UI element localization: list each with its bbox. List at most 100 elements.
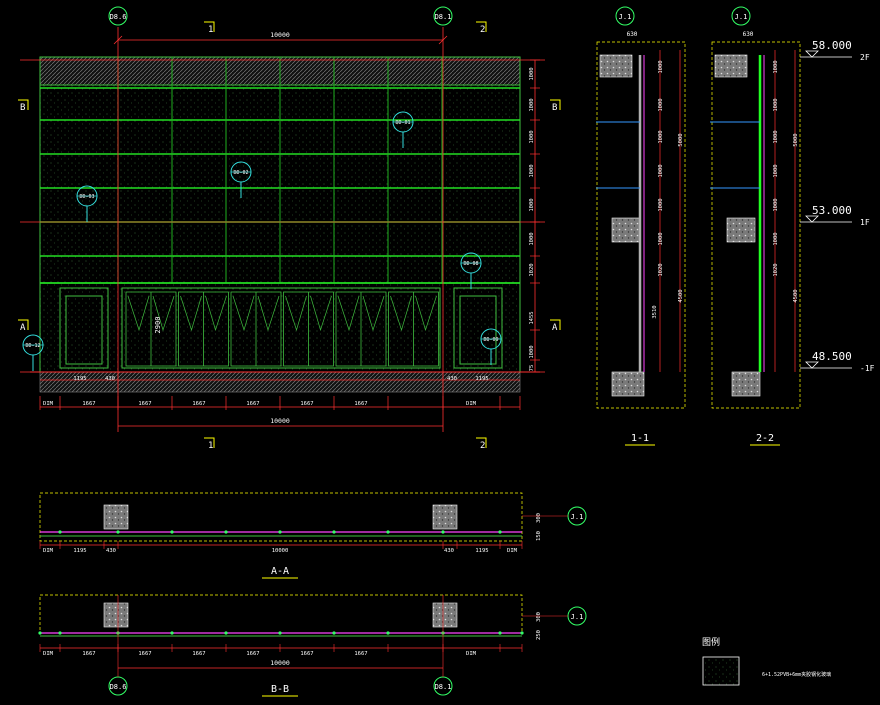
bottom-total-dimension: 10000 — [270, 417, 290, 425]
svg-text:D8.1: D8.1 — [435, 13, 452, 21]
right-dimension-text: 1000 — [529, 345, 535, 358]
section-dim-text: 1000 — [773, 232, 779, 245]
section-dim-text: 1000 — [773, 98, 779, 111]
svg-text:53.000: 53.000 — [812, 204, 852, 217]
section-mark-top-right: 2 — [480, 25, 485, 35]
right-dimension-text: 1000 — [529, 130, 535, 143]
right-dimension-text: 1000 — [529, 67, 535, 80]
section-dim-text: 1000 — [658, 164, 664, 177]
svg-text:D8.6: D8.6 — [110, 13, 127, 21]
plan-b-side-dim-2: 250 — [536, 630, 542, 640]
right-dimension-text: 1020 — [529, 263, 535, 276]
section-mark-bottom-right: 2 — [480, 441, 485, 451]
svg-text:58.000: 58.000 — [812, 39, 852, 52]
door-height-label: 2900 — [154, 317, 162, 334]
svg-text:DD-12: DD-12 — [25, 343, 40, 349]
section-dim-text: 1020 — [658, 263, 664, 276]
plan-a-side-dim-2: 150 — [536, 531, 542, 541]
door-dimension-text: 1195 — [475, 376, 488, 382]
door-dimension-text: 430 — [105, 376, 115, 382]
section-mark-right-a: A — [552, 323, 558, 333]
svg-text:DD-08: DD-08 — [463, 261, 478, 267]
dimension-text: 1667 — [82, 401, 95, 407]
axis-bubble-left: D8.6 — [108, 6, 128, 26]
axis-bubble-right: D8.1 — [433, 6, 453, 26]
plan-dim-text: 430 — [106, 548, 116, 554]
door-dimension-text: 1195 — [73, 376, 86, 382]
plan-dim-text: DIM — [466, 651, 477, 657]
section-1-1 — [596, 41, 686, 409]
plan-dim-text: 430 — [444, 548, 454, 554]
section-dim-text: 1000 — [773, 60, 779, 73]
section-dim-text: 1000 — [658, 98, 664, 111]
plan-b-title: B-B — [271, 684, 289, 695]
svg-text:J.1: J.1 — [619, 13, 632, 21]
plan-dim-text: DIM — [43, 651, 54, 657]
detail-tag: DD-08 — [460, 252, 482, 289]
section-mark-left-b: B — [20, 103, 25, 113]
right-dimension-text: 1000 — [529, 98, 535, 111]
section-dim-text: 1000 — [658, 60, 664, 73]
section-mark-top-left: 1 — [208, 25, 213, 35]
axis-lines — [20, 27, 545, 432]
door-panel — [178, 291, 229, 367]
door-panel — [335, 291, 387, 367]
right-dimension-text: 75 — [529, 365, 535, 372]
dimension-text: 1667 — [246, 401, 259, 407]
plan-dim-text: 1667 — [354, 651, 367, 657]
section-dim-text: 5000 — [793, 133, 799, 146]
main-elevation — [30, 56, 540, 393]
section-2-2 — [710, 41, 801, 409]
detail-tag: DD-03 — [76, 185, 98, 222]
section-dim-text: 1000 — [658, 232, 664, 245]
svg-text:J.1: J.1 — [735, 13, 748, 21]
plan-dim-text: 1667 — [192, 651, 205, 657]
plan-dim-text: 1195 — [475, 548, 488, 554]
right-dimension-text: 1455 — [529, 311, 535, 324]
top-total-dimension: 10000 — [270, 31, 290, 39]
svg-text:DD-03: DD-03 — [79, 194, 94, 200]
detail-tag: DD-02 — [230, 161, 252, 198]
legend-title: 图例 — [702, 636, 720, 648]
plan-b-axis: J.1 — [522, 606, 587, 626]
bottom-axis-bubble-left: D8.6 — [108, 595, 128, 696]
plan-dim-text: 1195 — [73, 548, 86, 554]
plan-dim-text: 1667 — [82, 651, 95, 657]
section-2-title: 2-2 — [756, 433, 774, 444]
section-dim-text: 1000 — [773, 164, 779, 177]
svg-text:DD-02: DD-02 — [233, 170, 248, 176]
section-1-axis: J.1 — [615, 6, 635, 26]
section-dim-text: 1000 — [658, 198, 664, 211]
section-dim-text: 5000 — [678, 133, 684, 146]
plan-b-total: 10000 — [270, 659, 290, 667]
dimension-text: DIM — [43, 401, 54, 407]
svg-text:-1F: -1F — [860, 364, 875, 373]
plan-a-side-dim-1: 300 — [536, 513, 542, 523]
section-2-axis: J.1 — [731, 6, 751, 26]
section-dim-text: 1000 — [658, 130, 664, 143]
svg-text:J.1: J.1 — [571, 613, 584, 621]
plan-dim-text: DIM — [507, 548, 518, 554]
section-marks — [18, 21, 561, 448]
detail-tag: DD-09 — [480, 328, 502, 365]
plan-dim-text: DIM — [43, 548, 54, 554]
svg-text:J.1: J.1 — [571, 513, 584, 521]
detail-tag: DD-01 — [392, 111, 414, 148]
section-dim-text: 4500 — [793, 289, 799, 302]
door-panel — [125, 291, 177, 367]
storefront — [40, 282, 520, 369]
right-dimension-text: 1000 — [529, 232, 535, 245]
section-dim-text: 1000 — [773, 130, 779, 143]
plan-dim-text: 1667 — [300, 651, 313, 657]
plan-a-title: A-A — [271, 566, 289, 577]
door-panels — [125, 291, 439, 367]
